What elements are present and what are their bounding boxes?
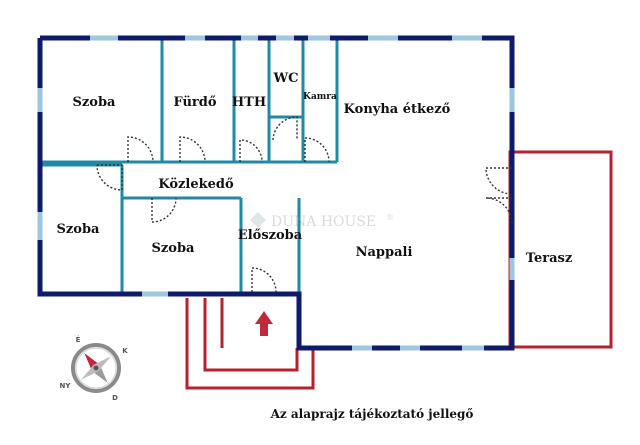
door-furdo xyxy=(179,136,206,163)
terrace-outline xyxy=(508,150,613,349)
watermark: DUNA HOUSE ® xyxy=(250,212,394,230)
compass-label-e: É xyxy=(76,335,81,344)
entrance-steps xyxy=(185,298,315,390)
room-label-terasz: Terasz xyxy=(526,251,572,266)
door-szoba-1 xyxy=(127,136,154,163)
entrance-arrow-icon xyxy=(255,311,273,336)
door-terrace-1 xyxy=(485,167,513,195)
room-label-szoba-1: Szoba xyxy=(73,95,117,110)
watermark-brand: DUNA HOUSE xyxy=(271,214,376,230)
door-wc xyxy=(272,116,298,141)
interior-partitions xyxy=(40,40,339,292)
room-label-szoba-3: Szoba xyxy=(152,241,196,256)
disclaimer-note: Az alaprajz tájékoztató jellegő xyxy=(0,407,640,421)
room-label-nappali: Nappali xyxy=(356,245,413,260)
compass-icon: É K D NY xyxy=(60,335,129,402)
room-label-kamra: Kamra xyxy=(303,92,337,102)
room-label-szoba-2: Szoba xyxy=(57,222,101,237)
watermark-registered: ® xyxy=(386,213,394,222)
windows xyxy=(37,35,515,351)
compass-label-ny: NY xyxy=(60,382,72,390)
door-terrace-2 xyxy=(485,197,513,225)
exterior-walls xyxy=(37,35,515,351)
room-label-hth: HTH xyxy=(232,95,266,110)
room-label-kozlekedo: Közlekedő xyxy=(158,177,234,192)
compass-label-k: K xyxy=(122,347,128,355)
door-hth xyxy=(239,139,263,163)
door-kamra xyxy=(304,137,330,163)
door-szoba-3 xyxy=(151,197,177,223)
door-eloszoba xyxy=(251,267,277,293)
room-label-konyha: Konyha étkező xyxy=(344,102,451,117)
room-label-eloszoba: Előszoba xyxy=(238,228,303,243)
watermark-logo-icon xyxy=(250,212,266,228)
room-label-furdo: Fürdő xyxy=(173,95,216,110)
doors xyxy=(96,116,513,293)
compass-label-d: D xyxy=(112,394,118,402)
door-szoba-2 xyxy=(96,164,123,191)
room-label-wc: WC xyxy=(273,71,299,86)
disclaimer-text: Az alaprajz tájékoztató jellegő xyxy=(270,407,474,421)
